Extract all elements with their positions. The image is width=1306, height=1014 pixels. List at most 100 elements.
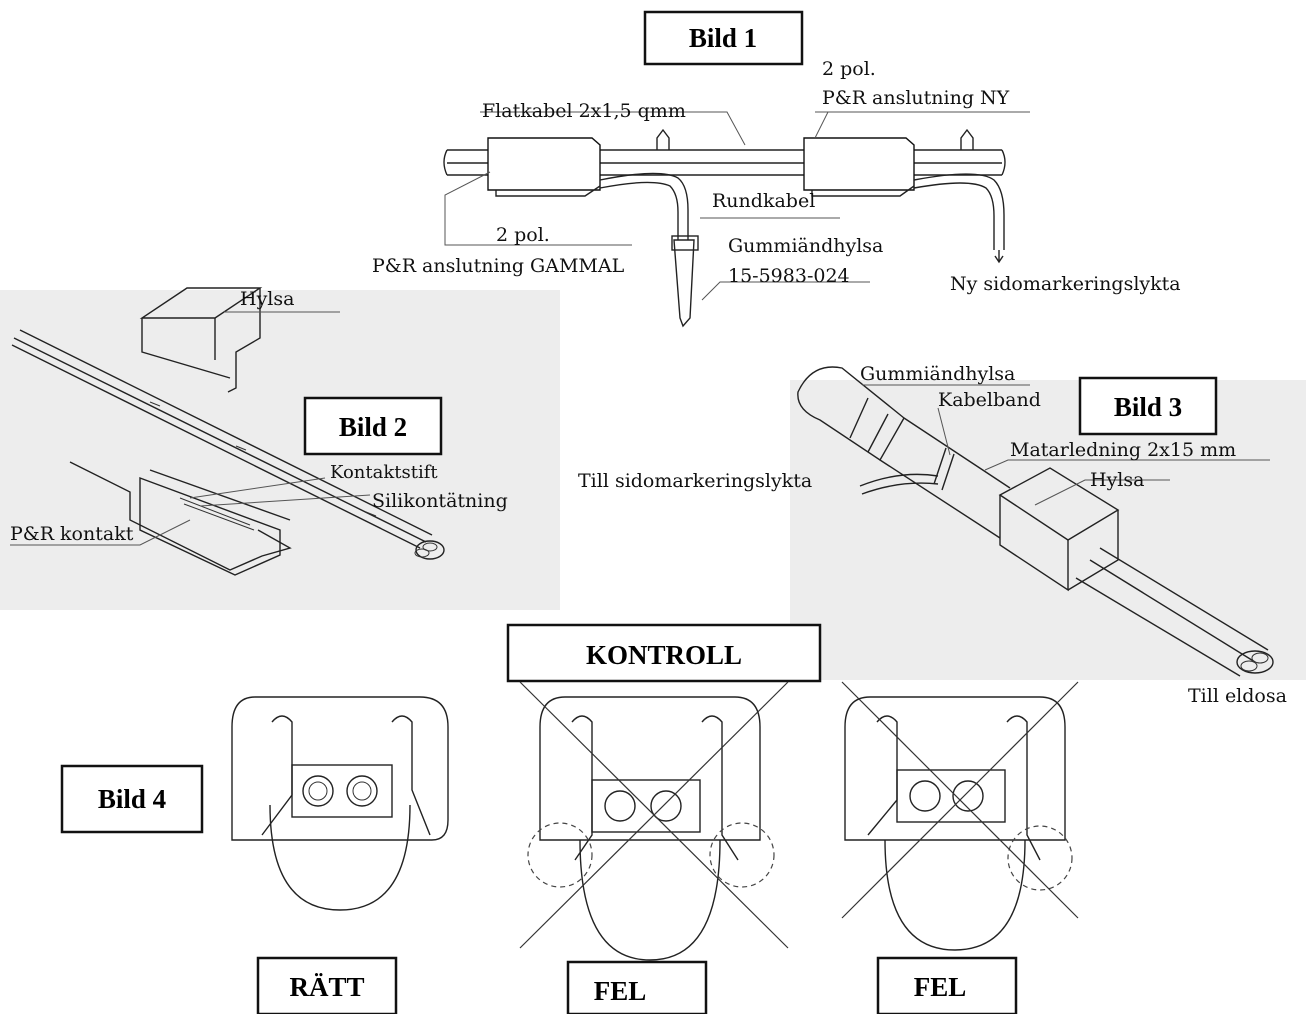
b3-cable-top	[903, 417, 1011, 489]
pin-new	[960, 128, 974, 150]
round-cable-old-b	[599, 181, 679, 240]
b3-hylsa-side	[1067, 510, 1119, 591]
leader-matarledning	[984, 459, 1270, 471]
round-cable-old-a	[599, 172, 689, 240]
fel1-caption: FEL	[594, 976, 647, 1006]
b2-cable-edge-1	[11, 344, 421, 549]
old-connector-body	[487, 137, 601, 191]
correct-terminal	[291, 764, 393, 818]
bild1-figure: Bild 1 Flatkabel 2x1,5 qmm	[372, 10, 1181, 328]
wrong2-circle-right	[1007, 825, 1073, 891]
label-till-sido: Till sidomarkeringslykta	[578, 470, 812, 492]
correct-clips	[261, 715, 431, 836]
label-ny-sido: Ny sidomarkeringslykta	[950, 273, 1181, 295]
b3-flat-edge-1	[1089, 559, 1256, 663]
label-partnr: 15-5983-024	[728, 265, 850, 287]
bild4-caption: Bild 4	[98, 784, 166, 814]
bild3-caption-box	[1078, 376, 1218, 436]
correct-core-2-inner	[352, 781, 372, 801]
hylsa-right	[214, 288, 261, 393]
fel2-caption-box	[876, 956, 1018, 1014]
correct-outer	[231, 696, 449, 841]
wrong1-clips	[571, 715, 739, 861]
pin-old	[656, 128, 670, 150]
b2-cable-edge-3	[13, 337, 427, 543]
label-silikon: Silikontätning	[372, 490, 508, 512]
leader-gummi	[701, 281, 870, 301]
b2-cable-edge-2	[19, 329, 433, 536]
flat-cable-end-right	[1001, 149, 1006, 176]
wrong1-cross-b	[519, 681, 789, 949]
wrong1-core-1	[604, 790, 636, 822]
label-till-eldosa: Till eldosa	[1188, 685, 1287, 707]
label-flatkabel: Flatkabel 2x1,5 qmm	[482, 100, 686, 122]
hylsa-left	[141, 318, 231, 379]
wrong2-core-1	[909, 780, 941, 812]
label-pol-gammal: 2 pol.	[496, 224, 550, 246]
wrong1-outer	[539, 696, 761, 841]
correct-core-1	[302, 775, 334, 807]
b2-cable-core-1	[422, 542, 438, 552]
rubber-sleeve-collar	[671, 235, 699, 251]
b3-cable-band	[933, 447, 955, 491]
b3-core-1	[1251, 652, 1269, 664]
label-pol-ny: 2 pol.	[822, 58, 876, 80]
b2-cable-core-2	[414, 548, 430, 558]
leader-pr-gammal	[444, 171, 632, 246]
b3-cable-bottom	[879, 459, 1001, 539]
label-rundkabel: Rundkabel	[712, 190, 815, 212]
bild3-figure: Bild 3 Gummiändhylsa Kabelband Matarledn…	[578, 363, 1287, 707]
leader-kontaktstift	[189, 477, 326, 499]
profile-wrong-1	[519, 681, 789, 961]
fel1-caption-box	[566, 960, 708, 1014]
pr-contact-outline	[69, 461, 292, 571]
wrong1-circle-right	[709, 822, 775, 888]
b2-cable-end	[415, 540, 445, 560]
wrong2-core-2	[952, 780, 984, 812]
b3-flat-edge-2	[1099, 547, 1269, 651]
bild4-figure: KONTROLL Bild 4	[60, 623, 1079, 1014]
correct-core-2	[346, 775, 378, 807]
leader-silikon	[199, 494, 371, 507]
contact-pins	[179, 497, 255, 531]
bild3-caption: Bild 3	[1114, 392, 1182, 422]
b3-hylsa-front	[999, 495, 1069, 592]
profile-wrong-2	[841, 681, 1079, 951]
label-kabelband: Kabelband	[938, 389, 1041, 411]
label-gummi-b3: Gummiändhylsa	[860, 363, 1015, 385]
bild2-caption: Bild 2	[339, 412, 407, 442]
pr-contact-body	[139, 476, 281, 576]
label-hylsa-b3: Hylsa	[1090, 469, 1144, 491]
label-matarledning: Matarledning 2x15 mm	[1010, 439, 1236, 461]
wrong2-outer	[844, 696, 1066, 841]
kontroll-caption: KONTROLL	[586, 640, 742, 670]
b2-cable-marks	[149, 401, 377, 517]
profile-correct	[231, 696, 449, 911]
leader-pr-ny	[814, 111, 829, 139]
wrong1-terminal	[591, 779, 701, 833]
b3-flat-edge-3	[1075, 577, 1241, 677]
wrong2-bulb	[884, 839, 1026, 951]
bild3-panel-bg	[790, 380, 1306, 680]
b3-cap-rings	[849, 397, 889, 453]
label-pr-kontakt: P&R kontakt	[10, 523, 134, 545]
bild1-caption-box	[643, 10, 804, 66]
new-connector-body	[803, 137, 915, 191]
rubber-sleeve	[673, 239, 695, 328]
bild2-caption-box	[303, 396, 443, 456]
label-gummi: Gummiändhylsa	[728, 235, 883, 257]
old-connector-base	[495, 185, 601, 197]
ratt-caption-box	[256, 956, 398, 1014]
wrong1-bulb	[579, 839, 721, 961]
bild1-caption: Bild 1	[689, 23, 757, 53]
round-cable-new-a	[913, 173, 1005, 250]
label-kontaktstift: Kontaktstift	[330, 462, 438, 483]
arrow-new-lamp	[994, 250, 1004, 264]
b3-core-2	[1240, 660, 1258, 672]
wrong2-cross-b	[841, 681, 1079, 919]
wrong2-terminal	[896, 769, 1006, 823]
round-cable-new-b	[913, 182, 995, 250]
label-pr-ny: P&R anslutning NY	[822, 87, 1010, 109]
